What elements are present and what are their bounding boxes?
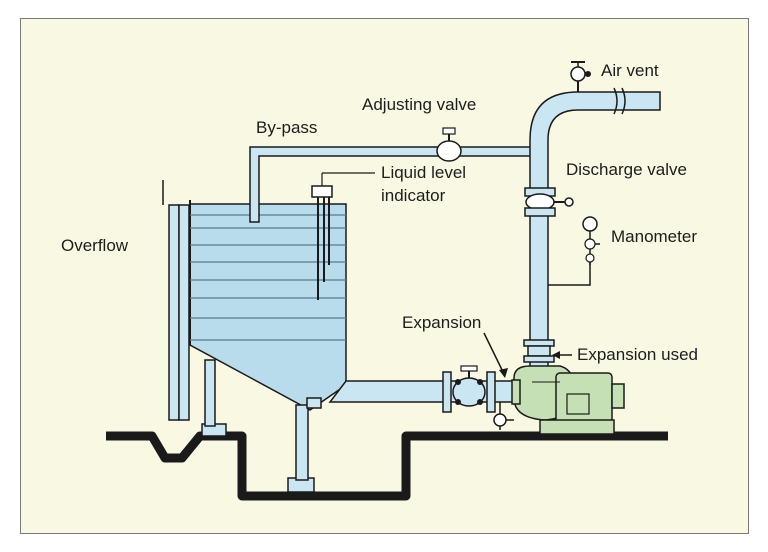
liquid-level-label-line2: indicator	[381, 186, 446, 205]
pipe-break-mark	[613, 87, 626, 115]
expansion-used-leader-arrow	[552, 351, 560, 359]
suction-pipe	[328, 380, 447, 403]
air-vent-label: Air vent	[601, 61, 659, 80]
manometer-label: Manometer	[611, 227, 697, 246]
expansion-leader-arrow	[499, 368, 508, 378]
air-vent-icon	[570, 61, 591, 92]
expansion-leader	[483, 332, 506, 377]
pump-motor	[511, 365, 625, 435]
adjusting-valve-icon	[436, 127, 462, 162]
by-pass-label: By-pass	[256, 118, 318, 137]
tank	[189, 200, 347, 481]
overflow-pipe	[162, 180, 190, 421]
expansion-used-label: Expansion used	[577, 345, 698, 364]
adjusting-valve-label: Adjusting valve	[362, 95, 477, 114]
drain-valve-icon	[493, 402, 514, 430]
overflow-label: Overflow	[61, 236, 129, 255]
ground-foundation	[106, 431, 668, 501]
manometer-icon	[548, 216, 600, 286]
discharge-valve-icon	[524, 187, 574, 217]
liquid-level-label-line1: Liquid level	[381, 163, 467, 182]
expansion-label: Expansion	[402, 313, 482, 332]
suction-valve-icon	[442, 365, 496, 413]
discharge-valve-label: Discharge valve	[566, 160, 687, 179]
liquid-level-indicator	[311, 172, 375, 300]
expansion-joint-icon	[523, 339, 555, 363]
